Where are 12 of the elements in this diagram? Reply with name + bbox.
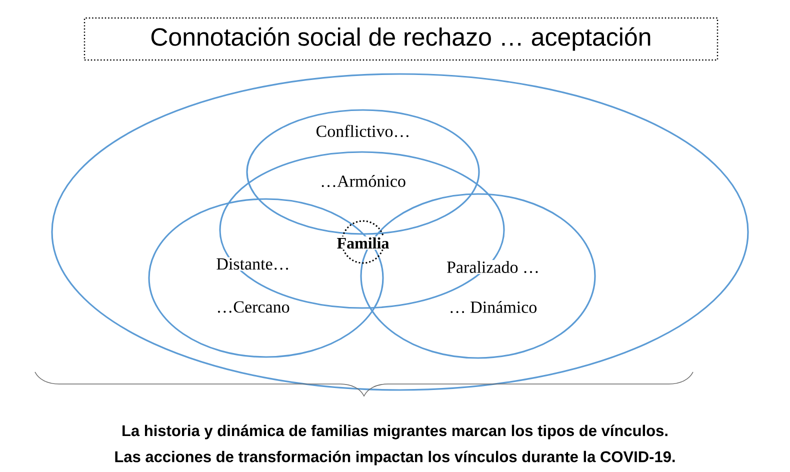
ellipse-label: … Dinámico xyxy=(448,300,538,314)
title-box: Connotación social de rechazo … aceptación xyxy=(84,17,718,61)
ellipse xyxy=(51,73,749,391)
caption-line: La historia y dinámica de familias migrantes marcan los tipos de vínculos. xyxy=(122,424,668,440)
ellipse-label: Paralizado … xyxy=(446,260,540,274)
ellipse-label: …Armónico xyxy=(319,174,407,188)
ellipse-label: Distante… xyxy=(215,257,291,271)
ellipse-label: Conflictivo… xyxy=(314,124,412,138)
ellipse xyxy=(246,109,480,235)
ellipse-label: …Cercano xyxy=(215,300,291,314)
center-label: Familia xyxy=(336,236,390,250)
caption-line: Las acciones de transformación impactan los vínculos durante la COVID-19. xyxy=(115,450,675,466)
